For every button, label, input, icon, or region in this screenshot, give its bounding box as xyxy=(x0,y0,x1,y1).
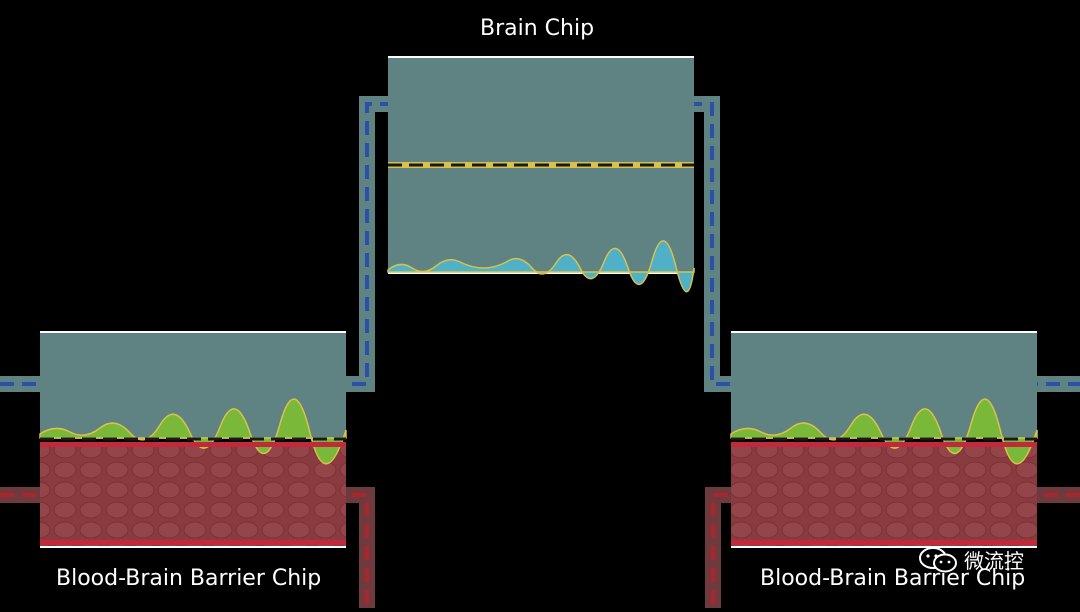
bbb-chip-right-label: Blood-Brain Barrier Chip xyxy=(760,566,1026,591)
bbb-chip-left-label: Blood-Brain Barrier Chip xyxy=(56,566,322,591)
bbb-right-endothelium-bottom xyxy=(731,540,1037,545)
brain-chip-lower-chamber xyxy=(388,168,694,272)
brain-chip xyxy=(387,56,695,293)
bbb-chip-left xyxy=(39,331,347,548)
bbb-left-blood-chamber xyxy=(40,442,346,546)
brain-chip-label: Brain Chip xyxy=(480,16,595,41)
bbb-right-endothelium-top xyxy=(731,442,1037,447)
bbb-left-endothelium-bottom xyxy=(40,540,346,545)
watermark: 微流控 xyxy=(918,545,1024,574)
bbb-chip-right xyxy=(730,331,1038,548)
brain-chip-cells xyxy=(387,240,695,293)
brain-chip-upper-chamber xyxy=(388,58,694,164)
bbb-right-blood-chamber xyxy=(731,442,1037,546)
watermark-text: 微流控 xyxy=(964,549,1024,573)
bbb-right-astrocytes xyxy=(730,398,1038,465)
bbb-left-endothelium-top xyxy=(40,442,346,447)
wechat-icon xyxy=(919,546,957,572)
bbb-left-astrocytes xyxy=(39,398,347,465)
